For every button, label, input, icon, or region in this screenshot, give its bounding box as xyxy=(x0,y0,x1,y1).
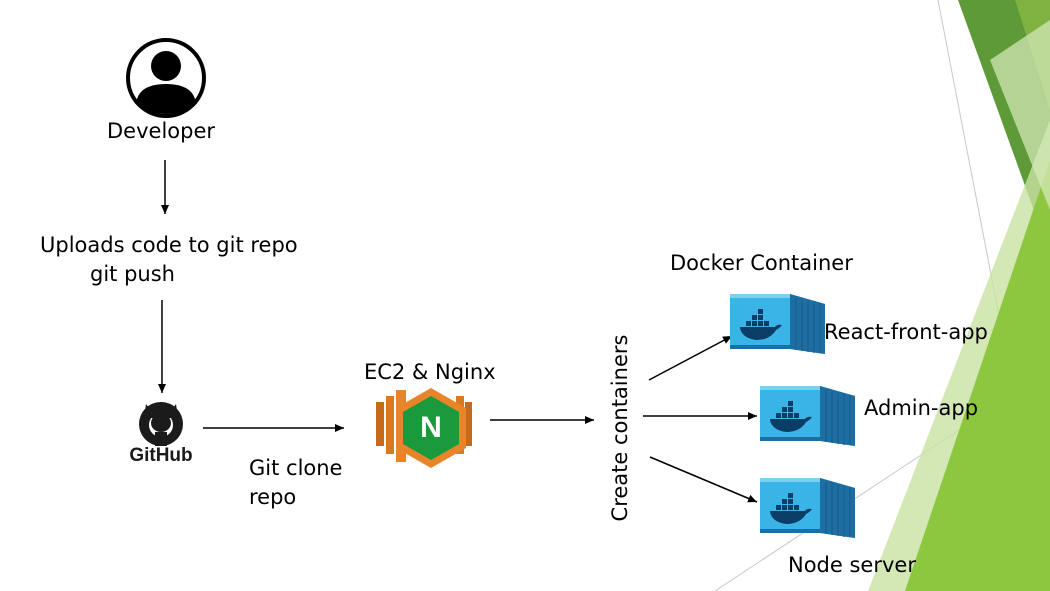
node-server-label: Node server xyxy=(788,553,916,577)
nginx-letter: N xyxy=(420,411,442,444)
arrow-to-node-server xyxy=(649,456,758,503)
react-front-app-label: React-front-app xyxy=(824,320,988,344)
create-containers-label: Create containers xyxy=(608,334,632,522)
docker-container-icon-admin xyxy=(759,385,856,447)
uploads-label-line1: Uploads code to git repo xyxy=(40,233,298,257)
git-clone-label-line2: repo xyxy=(249,485,297,509)
docker-container-group-label: Docker Container xyxy=(670,251,853,275)
decor-background xyxy=(714,0,1050,591)
developer-label: Developer xyxy=(107,119,216,143)
git-clone-label-line1: Git clone xyxy=(249,456,343,480)
github-octocat-icon xyxy=(139,402,183,446)
arrow-to-react-app xyxy=(648,335,733,381)
ec2-nginx-label: EC2 & Nginx xyxy=(364,360,496,384)
uploads-label-line2: git push xyxy=(90,262,175,286)
github-wordmark: GitHub xyxy=(129,445,192,466)
nginx-hexagon-icon: N xyxy=(376,388,472,468)
admin-app-label: Admin-app xyxy=(864,396,979,420)
docker-container-icon-node xyxy=(759,477,856,539)
user-avatar-icon xyxy=(126,38,206,118)
docker-container-icon-react xyxy=(729,293,826,355)
